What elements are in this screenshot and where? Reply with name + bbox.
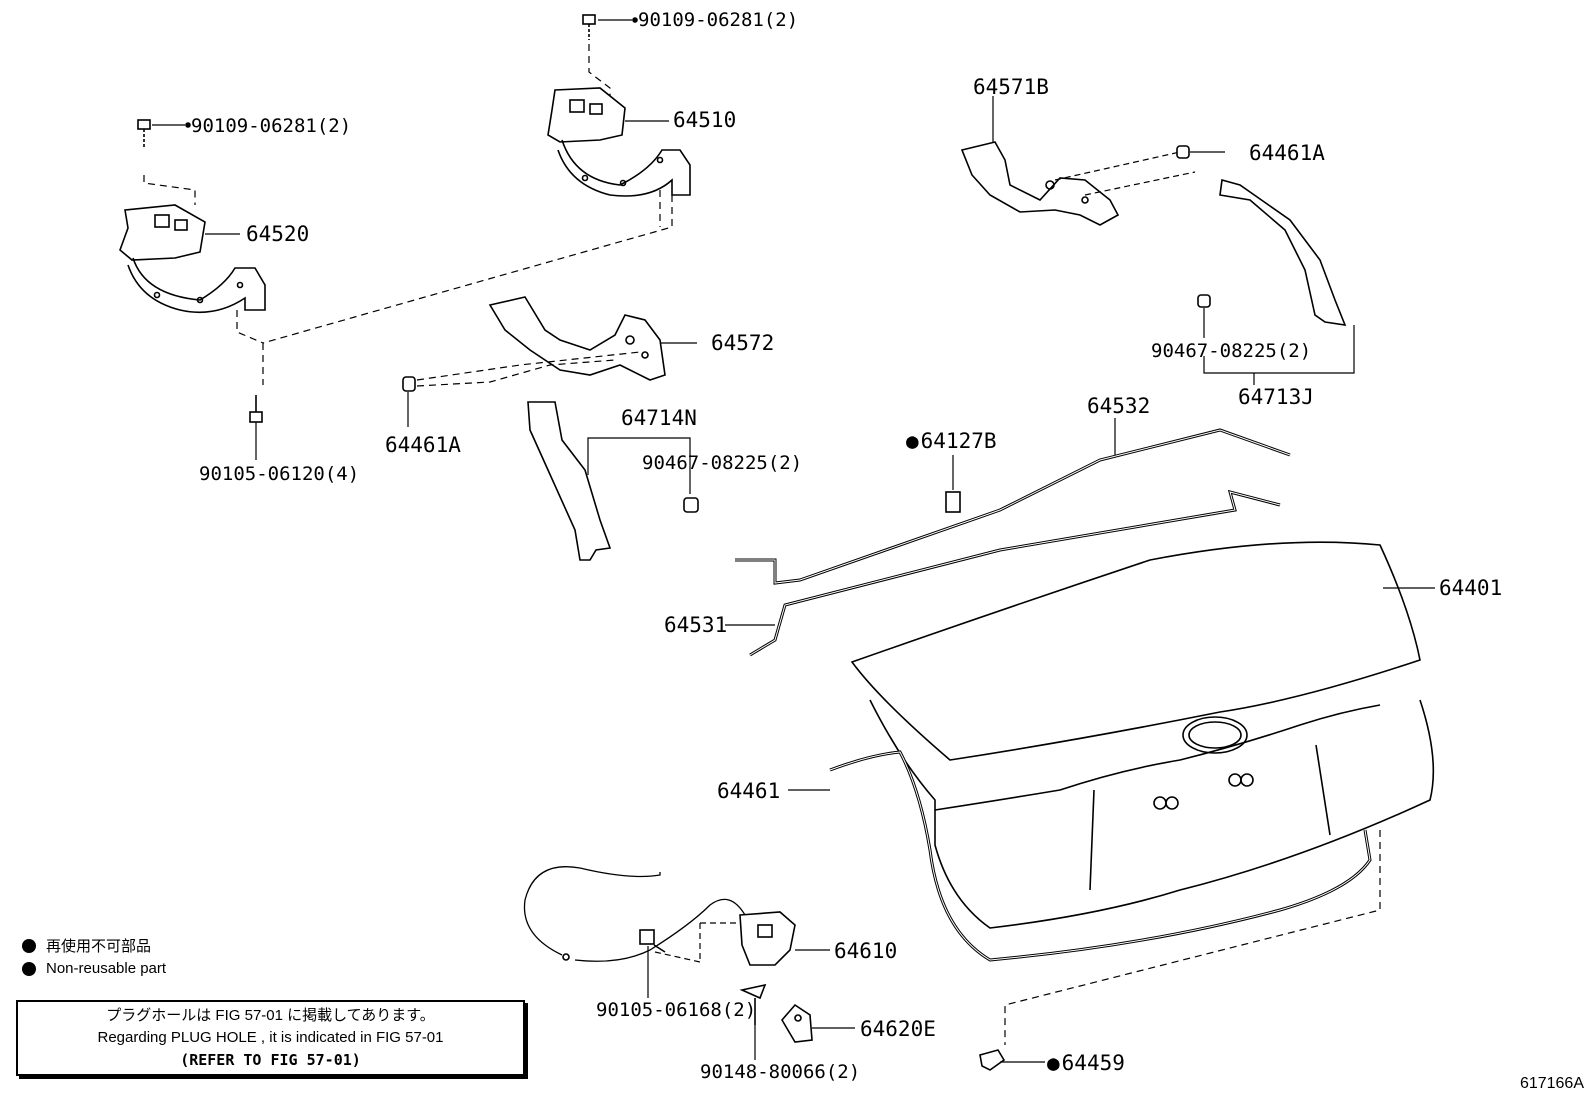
- legend-non-reusable-en: Non-reusable part: [22, 960, 166, 977]
- clip-90467-right-drawing: [1197, 294, 1211, 308]
- figure-id: 617166A: [1519, 1075, 1584, 1092]
- striker-64620E-drawing: [781, 1003, 813, 1043]
- hinge-64520-drawing: [119, 204, 266, 314]
- label-64572: 64572: [711, 331, 775, 355]
- legend-ja-text: 再使用不可部品: [46, 938, 152, 955]
- label-64714N: 64714N: [621, 406, 697, 430]
- bracket-64572-drawing: [488, 296, 666, 381]
- label-64532: 64532: [1087, 394, 1151, 418]
- legend-bullet-icon: [22, 961, 36, 976]
- cushion-64459-drawing: [979, 1049, 1006, 1071]
- bolt-90105-06168-drawing: [639, 929, 666, 953]
- screw-90148-drawing: [739, 983, 767, 1025]
- label-64531: 64531: [664, 613, 728, 637]
- label-64571B: 64571B: [973, 75, 1049, 99]
- torsion-bar-64532-drawing: [735, 428, 1291, 585]
- plug-hole-note: プラグホールは FIG 57-01 に掲載してあります。 Regarding P…: [16, 1000, 525, 1076]
- label-90148-80066: 90148-80066(2): [700, 1061, 861, 1083]
- label-64401: 64401: [1439, 576, 1503, 600]
- label-64459: 64459: [1047, 1051, 1125, 1075]
- label-64459-text: 64459: [1061, 1051, 1125, 1075]
- legend-non-reusable-ja: 再使用不可部品: [22, 935, 151, 956]
- latch-64610-drawing: [739, 911, 796, 966]
- label-64461A-right: 64461A: [1249, 141, 1325, 165]
- label-90109-06281-left: 90109-06281(2): [191, 115, 352, 137]
- hinge-64510-drawing: [547, 87, 691, 197]
- label-64461: 64461: [717, 779, 781, 803]
- note-line-ja: プラグホールは FIG 57-01 に掲載してあります。: [106, 1007, 435, 1024]
- note-line-en: Regarding PLUG HOLE , it is indicated in…: [97, 1029, 444, 1046]
- label-90105-06120: 90105-06120(4): [199, 463, 360, 485]
- trunk-lid-64401-drawing: [850, 541, 1435, 929]
- torsion-bar-64531-drawing: [749, 489, 1281, 657]
- label-64520: 64520: [246, 222, 310, 246]
- label-90105-06168: 90105-06168(2): [596, 999, 757, 1021]
- bracket-64571B-drawing: [960, 141, 1120, 226]
- bolt-90109-top-drawing: [582, 14, 596, 40]
- panel-64714N-drawing: [527, 401, 612, 561]
- label-90467-08225-right: 90467-08225(2): [1151, 340, 1312, 362]
- bolt-90105-06120-drawing: [249, 395, 263, 423]
- legend-en-text: Non-reusable part: [46, 960, 167, 977]
- panel-64713J-drawing: [1219, 178, 1347, 326]
- clip-90467-mid-drawing: [683, 497, 699, 513]
- label-64713J: 64713J: [1238, 385, 1314, 409]
- bolt-90109-left-drawing: [137, 119, 151, 148]
- release-cable-drawing: [523, 866, 746, 962]
- label-90109-06281-top: 90109-06281(2): [638, 9, 799, 31]
- label-64461A-left: 64461A: [385, 433, 461, 457]
- clip-64461A-right-drawing: [1176, 145, 1190, 159]
- label-64127B: 64127B: [906, 429, 997, 453]
- clip-64461A-left-drawing: [402, 376, 416, 392]
- legend-bullet-icon: [22, 938, 36, 953]
- label-64610: 64610: [834, 939, 898, 963]
- label-64127B-text: 64127B: [920, 429, 997, 453]
- label-64620E: 64620E: [860, 1017, 936, 1041]
- weatherstrip-64461-drawing: [829, 750, 1372, 962]
- label-64510: 64510: [673, 108, 737, 132]
- clip-64127B-drawing: [945, 491, 961, 513]
- label-90467-08225-mid: 90467-08225(2): [642, 452, 803, 474]
- note-refer: (REFER TO FIG 57-01): [180, 1051, 361, 1069]
